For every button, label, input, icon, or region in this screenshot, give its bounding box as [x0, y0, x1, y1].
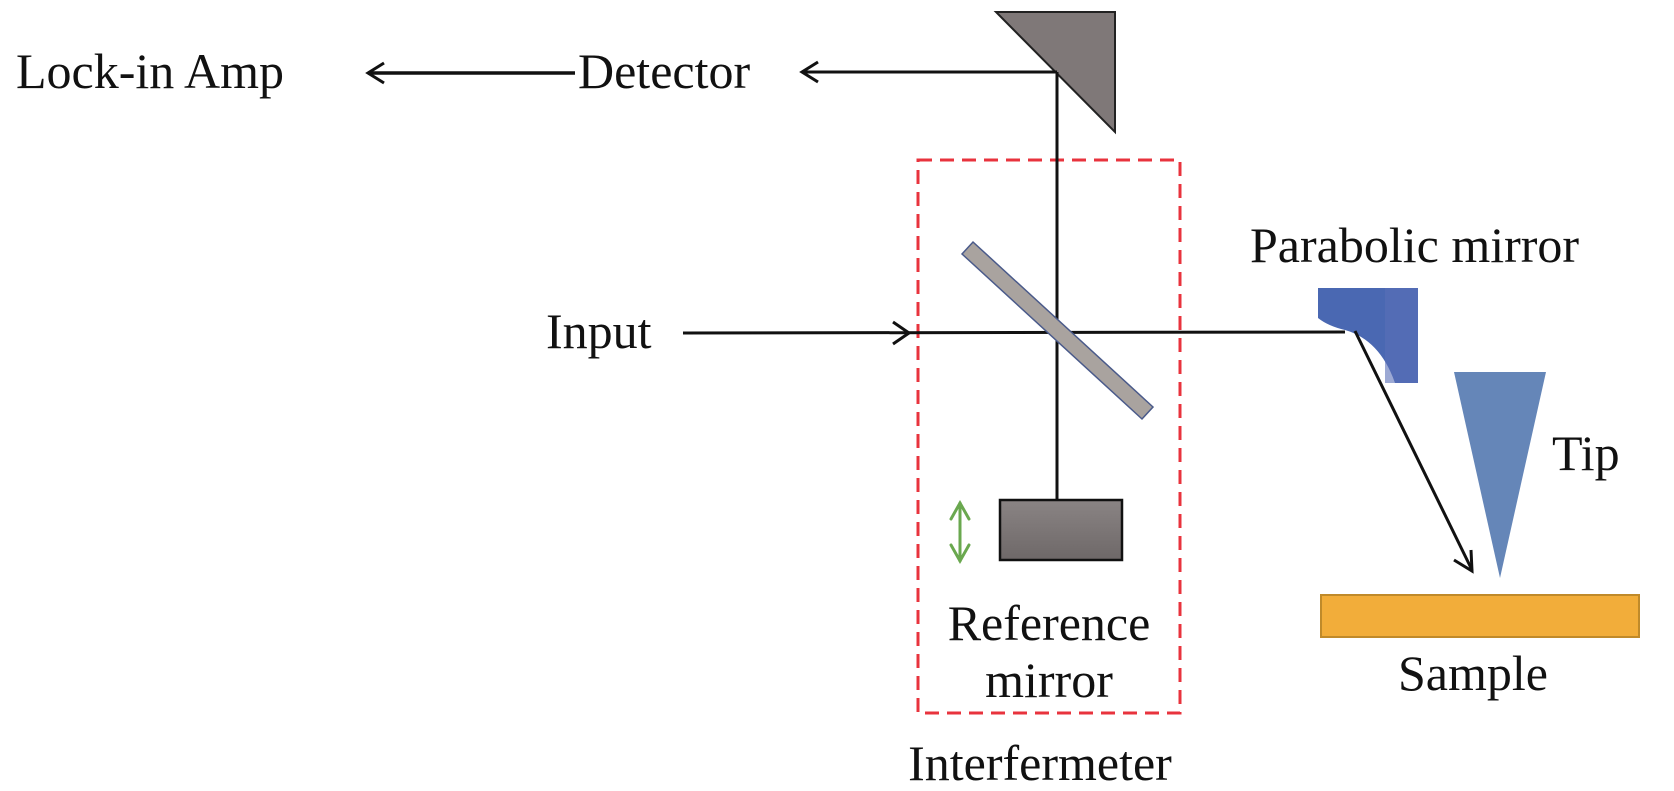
lock-in-amp-label: Lock-in Amp — [16, 43, 284, 99]
focused-beam — [1353, 330, 1474, 571]
sample — [1320, 594, 1640, 638]
sample-label: Sample — [1398, 645, 1548, 701]
arrowhead-to-lock-in — [365, 61, 385, 85]
interferometer-label: Interfermeter — [908, 735, 1172, 791]
input-arrowhead — [892, 320, 912, 346]
reference-mirror-label-line1: Reference — [948, 595, 1151, 651]
parabolic-mirror-shade — [1385, 288, 1418, 383]
interferometer-box — [916, 158, 1182, 715]
double-arrow-icon — [949, 499, 971, 565]
input-label: Input — [546, 303, 652, 359]
reference-mirror — [998, 498, 1124, 562]
arrowhead-to-detector — [799, 60, 819, 84]
reference-mirror-label-line2: mirror — [985, 652, 1113, 708]
input-beam — [682, 330, 1346, 335]
detector-label: Detector — [578, 43, 750, 99]
beam-splitter — [960, 240, 1155, 421]
focused-beam-arrowhead — [1453, 549, 1474, 574]
tip — [1454, 372, 1546, 578]
parabolic-mirror-label: Parabolic mirror — [1250, 217, 1579, 273]
tip-label: Tip — [1552, 425, 1620, 481]
